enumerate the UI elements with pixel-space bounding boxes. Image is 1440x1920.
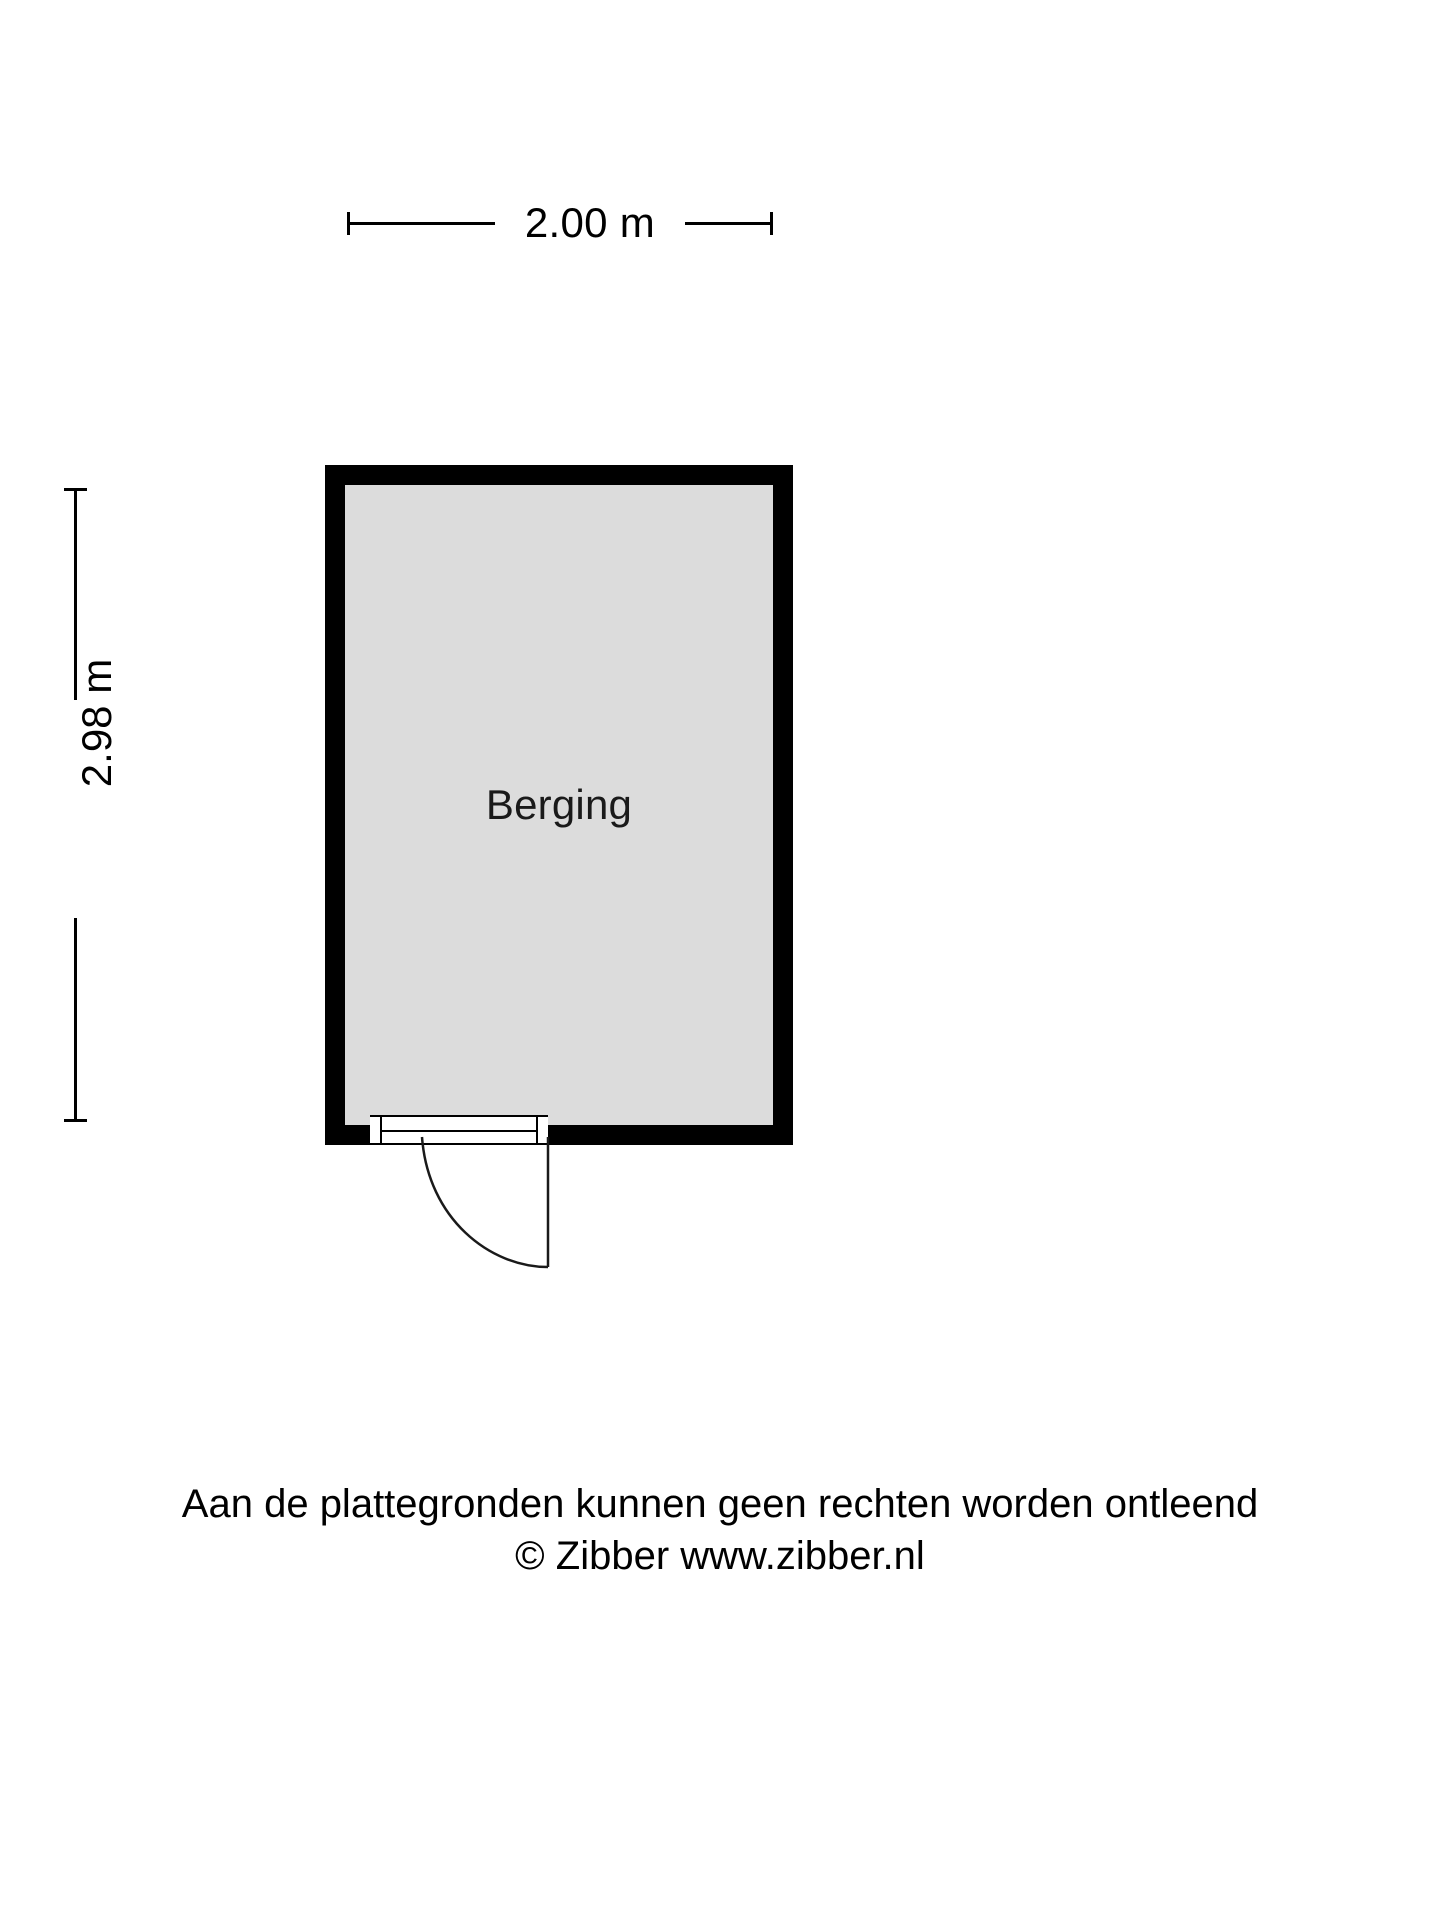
dimension-height-tick-bottom [64, 1119, 87, 1122]
dimension-width-line-left [347, 222, 495, 225]
dimension-height-label: 2.98 m [73, 658, 120, 788]
dimension-width-label: 2.00 m [524, 199, 656, 246]
room-label: Berging [485, 781, 633, 828]
door-opening [370, 1115, 548, 1145]
dimension-width-tick-right [770, 212, 773, 235]
door-jamb-right-icon [536, 1117, 548, 1143]
door-threshold-line [382, 1130, 536, 1132]
dimension-width-line-right [685, 222, 773, 225]
door-berging [370, 1115, 565, 1275]
footer-caption: Aan de plattegronden kunnen geen rechten… [0, 1478, 1440, 1582]
door-swing-arc-icon [420, 1136, 550, 1269]
dimension-height-line-bottom [74, 918, 77, 1122]
dimension-height-line-top [74, 488, 77, 700]
door-jamb-left-icon [370, 1117, 382, 1143]
room-berging: Berging [325, 465, 793, 1145]
footer-copyright: © Zibber www.zibber.nl [515, 1534, 925, 1578]
dimension-height: 2.98 m [48, 488, 148, 1122]
room-floor-fill: Berging [345, 485, 773, 1125]
dimension-width: 2.00 m [347, 200, 773, 246]
footer-disclaimer: Aan de plattegronden kunnen geen rechten… [181, 1482, 1259, 1526]
